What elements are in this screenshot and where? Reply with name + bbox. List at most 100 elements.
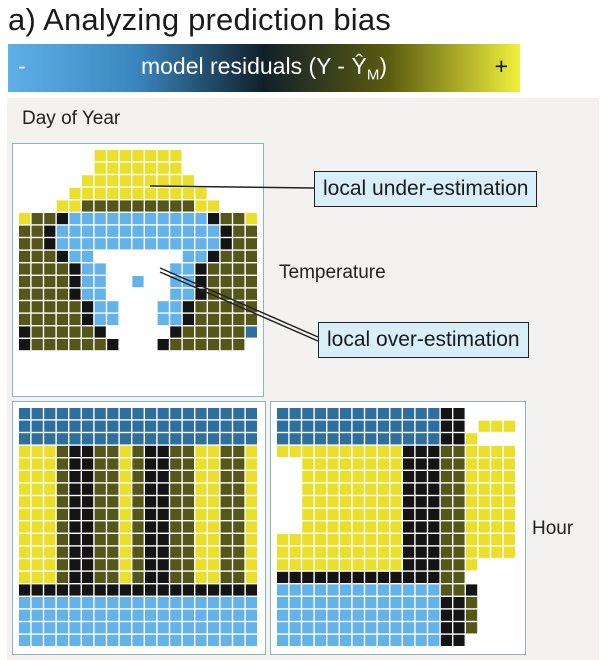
heatmap-cell	[31, 408, 43, 420]
heatmap-cell	[132, 622, 144, 634]
heatmap-cell	[245, 622, 257, 634]
heatmap-cell	[157, 597, 169, 609]
heatmap-cell	[390, 420, 402, 432]
heatmap-cell	[94, 471, 106, 483]
heatmap-cell	[340, 458, 352, 470]
heatmap-cell	[428, 471, 440, 483]
heatmap-cell	[82, 622, 94, 634]
heatmap-cell	[208, 622, 220, 634]
heatmap-cell	[31, 276, 43, 288]
heatmap-cell	[170, 521, 182, 533]
heatmap-cell	[352, 559, 364, 571]
heatmap-cell	[491, 445, 503, 457]
heatmap-cell	[220, 559, 232, 571]
heatmap-cell	[245, 301, 257, 313]
heatmap-cell	[82, 609, 94, 621]
heatmap-cell	[170, 263, 182, 275]
heatmap-cell	[94, 634, 106, 646]
heatmap-cell	[132, 420, 144, 432]
heatmap-cell	[132, 175, 144, 187]
heatmap-cell	[440, 471, 452, 483]
heatmap-cell	[195, 213, 207, 225]
heatmap-cell	[44, 508, 56, 520]
heatmap-cell	[19, 326, 31, 338]
heatmap-cell	[69, 250, 81, 262]
heatmap-cell	[94, 213, 106, 225]
heatmap-cell	[132, 584, 144, 596]
heatmap-cell	[390, 634, 402, 646]
heatmap-cell	[453, 483, 465, 495]
heatmap-cell	[289, 445, 301, 457]
heatmap-cell	[245, 584, 257, 596]
heatmap-cell	[119, 634, 131, 646]
heatmap-cell	[132, 150, 144, 162]
heatmap-cell	[415, 471, 427, 483]
heatmap-cell	[82, 634, 94, 646]
heatmap-cell	[195, 313, 207, 325]
heatmap-hour-temperature[interactable]	[270, 401, 526, 655]
heatmap-cell	[119, 213, 131, 225]
heatmap-cell	[233, 458, 245, 470]
heatmap-cell	[503, 546, 515, 558]
heatmap-cell	[340, 496, 352, 508]
heatmap-cell	[352, 521, 364, 533]
heatmap-cell	[69, 445, 81, 457]
heatmap-cell	[132, 225, 144, 237]
heatmap-cell	[340, 508, 352, 520]
heatmap-cell	[352, 634, 364, 646]
heatmap-cell	[314, 534, 326, 546]
heatmap-cell	[340, 571, 352, 583]
heatmap-cell	[119, 609, 131, 621]
heatmap-cell	[327, 496, 339, 508]
heatmap-cell	[415, 458, 427, 470]
heatmap-cell	[289, 534, 301, 546]
heatmap-cell	[491, 534, 503, 546]
heatmap-cell	[220, 458, 232, 470]
heatmap-cell	[208, 238, 220, 250]
heatmap-cell	[428, 445, 440, 457]
heatmap-canvas	[277, 408, 515, 646]
heatmap-cell	[220, 238, 232, 250]
heatmap-cell	[182, 496, 194, 508]
heatmap-cell	[233, 609, 245, 621]
heatmap-cell	[377, 546, 389, 558]
heatmap-cell	[31, 571, 43, 583]
heatmap-cell	[233, 571, 245, 583]
heatmap-cell	[340, 420, 352, 432]
heatmap-cell	[245, 238, 257, 250]
heatmap-cell	[31, 301, 43, 313]
heatmap-cell	[31, 263, 43, 275]
heatmap-cell	[220, 445, 232, 457]
heatmap-cell	[56, 238, 68, 250]
heatmap-cell	[208, 546, 220, 558]
heatmap-cell	[314, 496, 326, 508]
heatmap-cell	[132, 559, 144, 571]
heatmap-cell	[69, 420, 81, 432]
heatmap-cell	[195, 408, 207, 420]
heatmap-cell	[170, 301, 182, 313]
heatmap-cell	[44, 471, 56, 483]
heatmap-cell	[245, 326, 257, 338]
heatmap-cell	[365, 521, 377, 533]
heatmap-cell	[403, 571, 415, 583]
heatmap-cell	[94, 187, 106, 199]
heatmap-cell	[377, 420, 389, 432]
heatmap-cell	[365, 496, 377, 508]
heatmap-cell	[182, 339, 194, 351]
heatmap-temperature-day-of-year[interactable]	[12, 143, 264, 397]
heatmap-cell	[440, 622, 452, 634]
heatmap-cell	[233, 276, 245, 288]
heatmap-cell	[302, 433, 314, 445]
heatmap-cell	[31, 238, 43, 250]
heatmap-cell	[428, 483, 440, 495]
heatmap-cell	[428, 571, 440, 583]
heatmap-cell	[157, 483, 169, 495]
heatmap-cell	[119, 200, 131, 212]
heatmap-cell	[289, 571, 301, 583]
heatmap-cell	[195, 250, 207, 262]
heatmap-hour-day-of-year[interactable]	[12, 401, 266, 655]
heatmap-cell	[415, 597, 427, 609]
heatmap-cell	[377, 584, 389, 596]
heatmap-cell	[466, 508, 478, 520]
heatmap-cell	[440, 408, 452, 420]
